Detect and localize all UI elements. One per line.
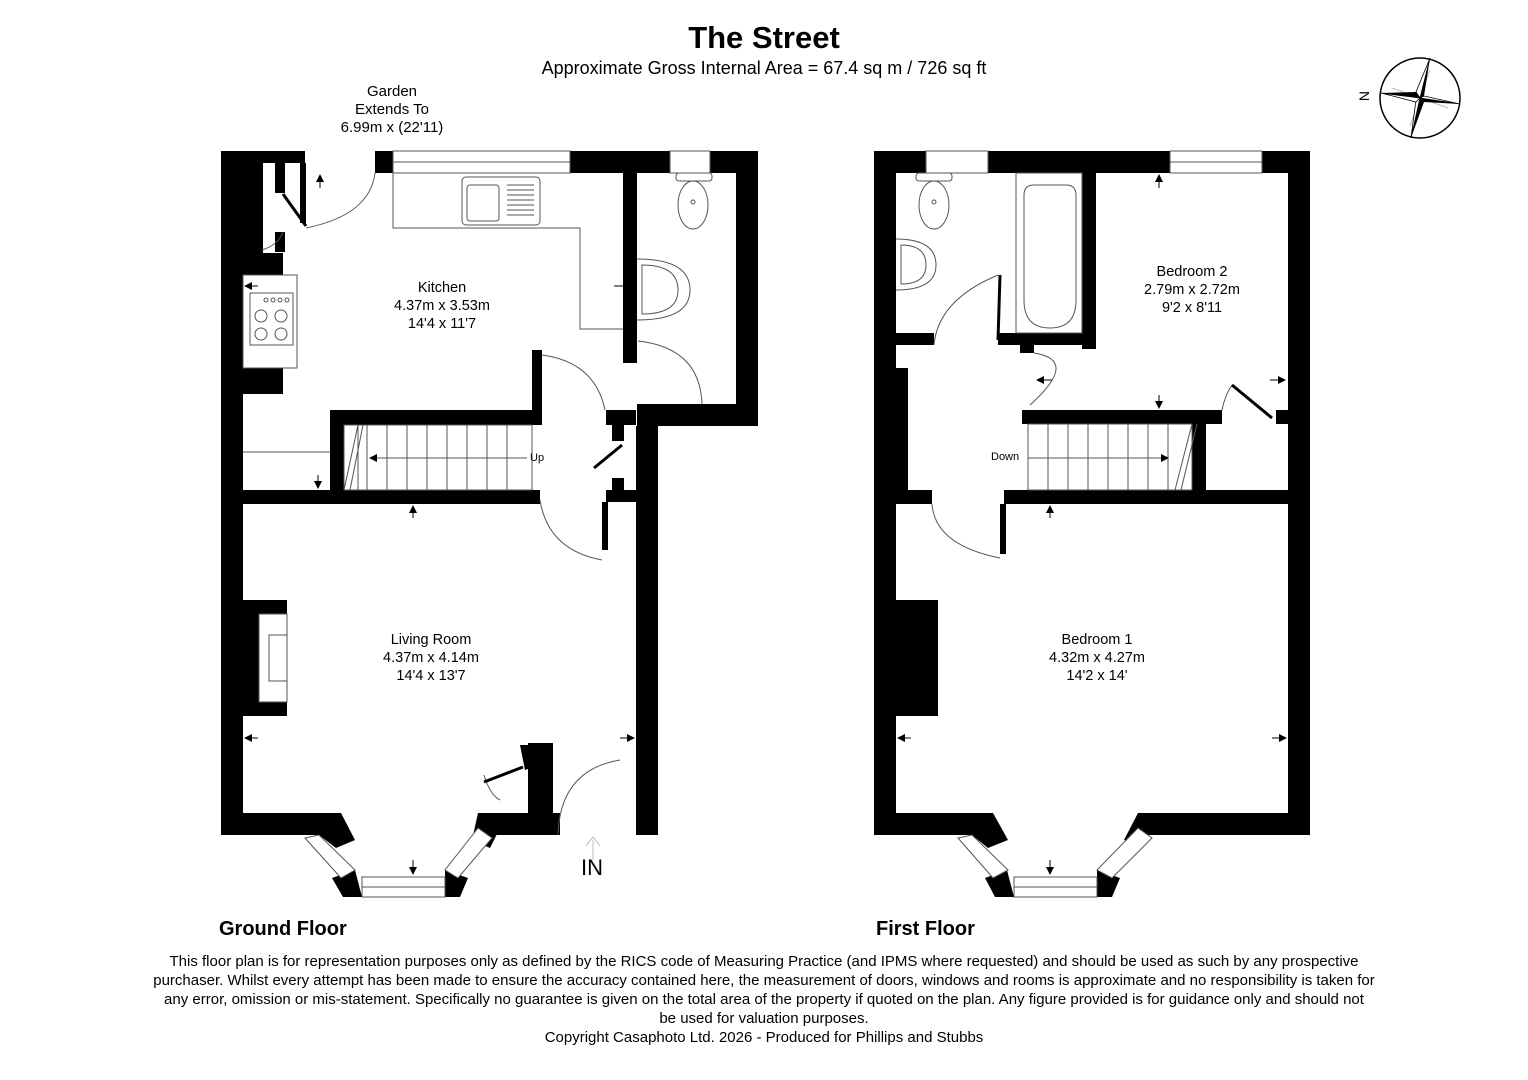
room-imperial: 14'2 x 14' [1066, 668, 1128, 684]
area-subtitle: Approximate Gross Internal Area = 67.4 s… [541, 58, 987, 78]
garden-line-3: 6.99m x (22'11) [340, 119, 444, 136]
north-compass-icon [1379, 57, 1461, 139]
room-name: Kitchen [417, 280, 467, 296]
garden-note: Garden Extends To 6.99m x (22'11) [300, 83, 484, 137]
stairs-down-label: Down [991, 451, 1020, 463]
entrance-label: IN [581, 855, 603, 880]
stairs-up-label: Up [530, 452, 545, 464]
room-imperial: 14'4 x 13'7 [396, 668, 466, 684]
room-name: Living Room [390, 632, 472, 648]
ground-floor-dimension-arrows [244, 174, 635, 875]
room-metric: 4.37m x 4.14m [383, 650, 479, 666]
ground-floor-door-leaves [281, 193, 623, 784]
room-label-bedroom-2: Bedroom 2 2.79m x 2.72m 9'2 x 8'11 [1092, 263, 1292, 317]
garden-line-1: Garden [366, 83, 418, 100]
disclaimer-line: purchaser. Whilst every attempt has been… [153, 972, 1375, 989]
ground-floor-fixtures [242, 150, 713, 898]
first-floor-plan [874, 151, 1310, 897]
disclaimer: This floor plan is for representation pu… [60, 952, 1468, 1047]
room-name: Bedroom 1 [1061, 632, 1133, 648]
disclaimer-line: be used for valuation purposes. [659, 1010, 869, 1027]
room-label-bedroom-1: Bedroom 1 4.32m x 4.27m 14'2 x 14' [997, 631, 1197, 685]
disclaimer-line: This floor plan is for representation pu… [169, 953, 1359, 970]
room-label-kitchen: Kitchen 4.37m x 3.53m 14'4 x 11'7 [342, 279, 542, 333]
copyright: Copyright Casaphoto Ltd. 2026 - Produced… [544, 1029, 984, 1046]
room-imperial: 14'4 x 11'7 [407, 316, 477, 332]
first-floor-fixtures [895, 150, 1263, 898]
first-floor-label: First Floor [876, 918, 975, 940]
page-title: The Street [688, 20, 840, 55]
ground-floor-label: Ground Floor [219, 918, 347, 940]
room-label-living-room: Living Room 4.37m x 4.14m 14'4 x 13'7 [331, 631, 531, 685]
first-floor-door-leaves [996, 274, 1273, 420]
room-metric: 4.37m x 3.53m [394, 298, 490, 314]
room-metric: 4.32m x 4.27m [1049, 650, 1145, 666]
garden-line-2: Extends To [355, 101, 429, 118]
room-name: Bedroom 2 [1156, 264, 1228, 280]
ground-floor-plan [221, 151, 758, 897]
first-floor-dimension-arrows [897, 174, 1287, 875]
room-metric: 2.79m x 2.72m [1144, 282, 1240, 298]
disclaimer-line: any error, omission or mis-statement. Sp… [164, 991, 1364, 1008]
room-imperial: 9'2 x 8'11 [1161, 300, 1223, 316]
compass-north-label: N [1356, 90, 1373, 102]
